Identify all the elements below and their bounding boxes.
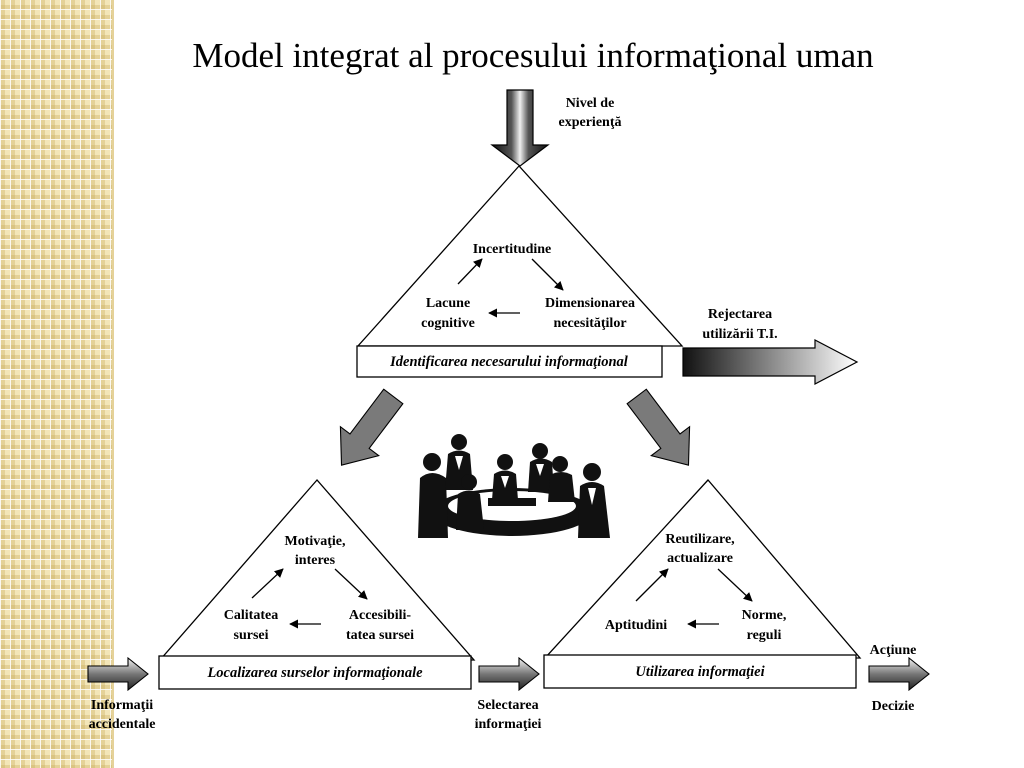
node-motivation-line1: Motivaţie,	[284, 534, 345, 549]
node-aptitudes: Aptitudini	[605, 618, 667, 633]
experience-label-line2: experienţă	[559, 115, 622, 130]
node-source-quality-line1: Calitatea	[224, 608, 278, 623]
box-usage-label: Utilizarea informaţiei	[635, 664, 764, 680]
cycle-arrow-right-right	[717, 568, 753, 602]
rejection-label-line2: utilizării T.I.	[702, 327, 777, 342]
meeting-illustration	[418, 434, 611, 538]
node-source-quality-line2: sursei	[234, 628, 269, 643]
node-reuse-line1: Reutilizare,	[665, 532, 734, 547]
box-localization-label: Localizarea surselor informaţionale	[206, 665, 423, 681]
decision-label: Decizie	[872, 699, 915, 714]
node-reuse-line2: actualizare	[667, 551, 733, 566]
decorative-side-band	[0, 0, 112, 768]
box-identification	[356, 345, 663, 378]
node-cognitive-gaps-line2: cognitive	[421, 316, 475, 331]
node-norms-line2: reguli	[747, 628, 782, 643]
page-title: Model integrat al procesului informaţion…	[192, 36, 874, 75]
node-norms-line1: Norme,	[742, 608, 787, 623]
selection-label-line1: Selectarea	[477, 698, 538, 713]
diagonal-arrow-right	[626, 388, 691, 466]
side-band-edge	[112, 0, 114, 768]
action-arrow	[868, 656, 930, 692]
cycle-arrow-top-left	[457, 258, 483, 285]
node-cognitive-gaps-line1: Lacune	[426, 296, 470, 311]
rejection-arrow	[682, 339, 859, 385]
box-identification-label: Identificarea necesarului informaţional	[389, 354, 628, 370]
node-needs-sizing-line2: necesităţilor	[553, 316, 626, 331]
node-motivation-line2: interes	[295, 553, 336, 568]
node-uncertainty: Incertitudine	[473, 242, 552, 257]
node-source-access-line2: tatea sursei	[346, 628, 414, 643]
experience-input-arrow	[490, 89, 550, 167]
selection-arrow	[478, 656, 540, 692]
accidental-info-arrow	[87, 656, 149, 692]
accidental-info-line1: Informaţii	[91, 698, 153, 713]
cycle-arrow-left-right	[334, 568, 368, 600]
node-source-access-line1: Accesibili-	[349, 608, 412, 623]
cycle-arrow-right-left	[635, 568, 669, 602]
node-needs-sizing-line1: Dimensionarea	[545, 296, 635, 311]
selection-label-line2: informaţiei	[475, 717, 542, 732]
accidental-info-line2: accidentale	[89, 717, 156, 732]
box-usage	[543, 654, 857, 689]
rejection-label-line1: Rejectarea	[708, 307, 772, 322]
cycle-arrow-top-right	[531, 258, 564, 291]
diagonal-arrow-left	[339, 388, 404, 466]
action-label: Acţiune	[870, 643, 917, 658]
cycle-arrow-left-left	[251, 568, 284, 599]
box-localization	[158, 655, 472, 690]
experience-label-line1: Nivel de	[566, 96, 615, 111]
